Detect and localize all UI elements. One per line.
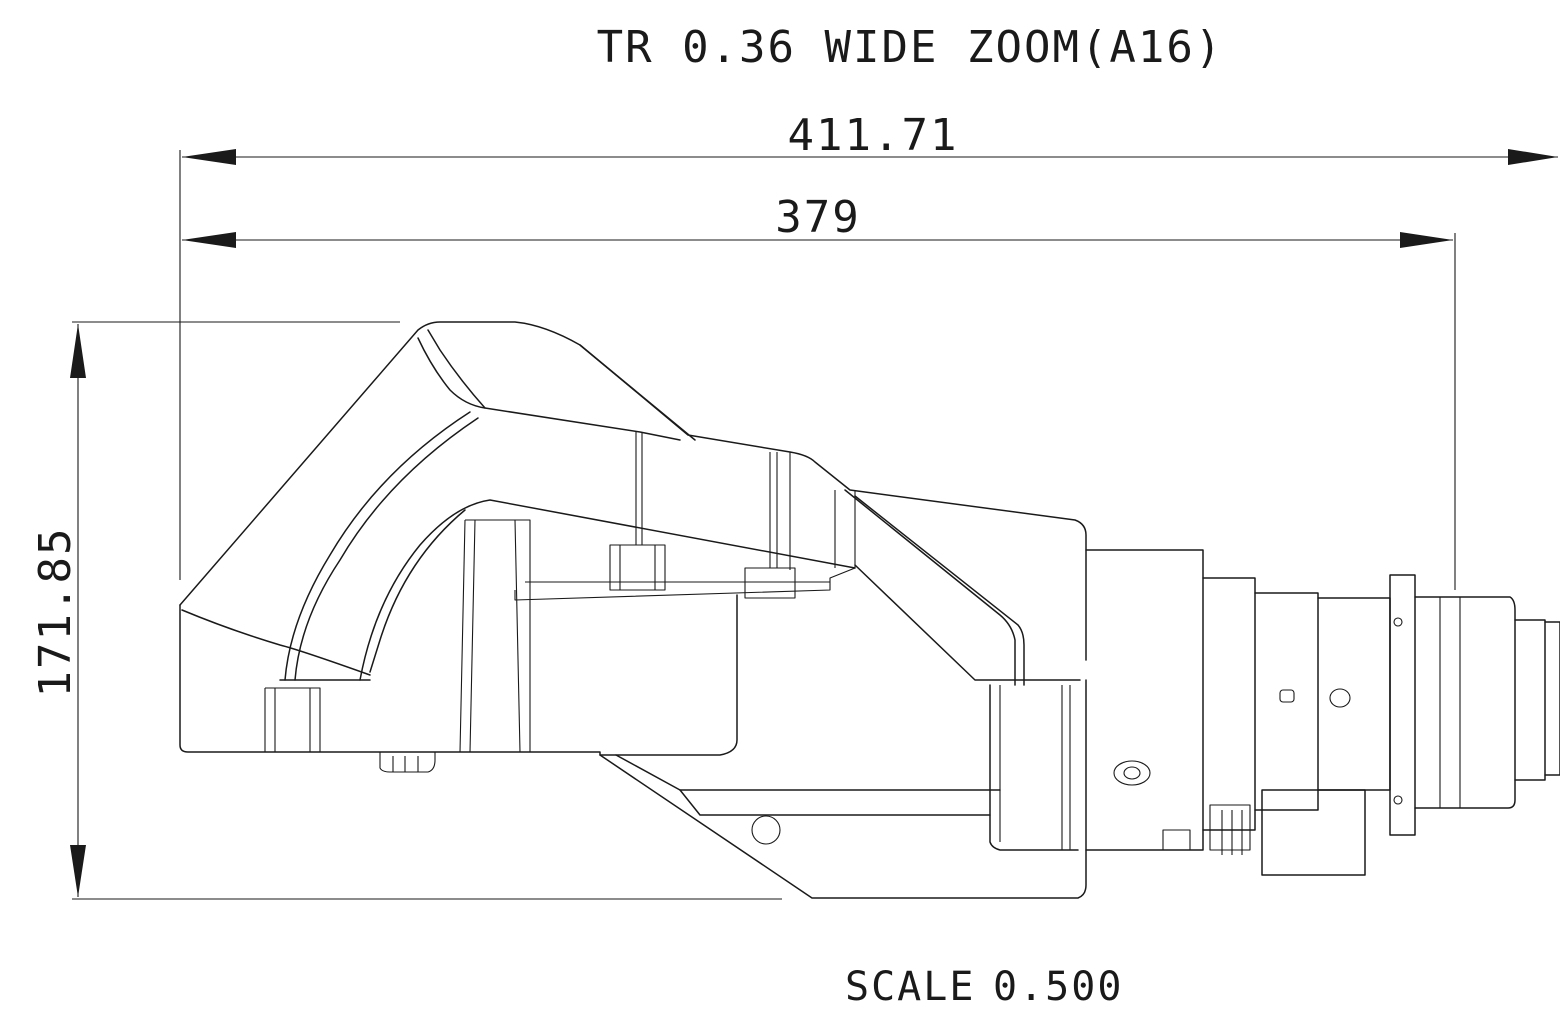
dimension-body-length: 379 <box>182 192 1456 590</box>
dimension-height: 171.85 <box>30 321 782 900</box>
lens-body <box>179 321 1560 899</box>
dimension-overall-length: 411.71 <box>179 110 1558 580</box>
height-label: 171.85 <box>30 527 81 698</box>
scale-label: SCALE <box>845 964 975 1010</box>
body-length-label: 379 <box>775 192 860 243</box>
scale-value: 0.500 <box>993 964 1123 1010</box>
overall-length-label: 411.71 <box>788 110 959 161</box>
drawing-title: TR 0.36 WIDE ZOOM(A16) <box>597 22 1224 73</box>
